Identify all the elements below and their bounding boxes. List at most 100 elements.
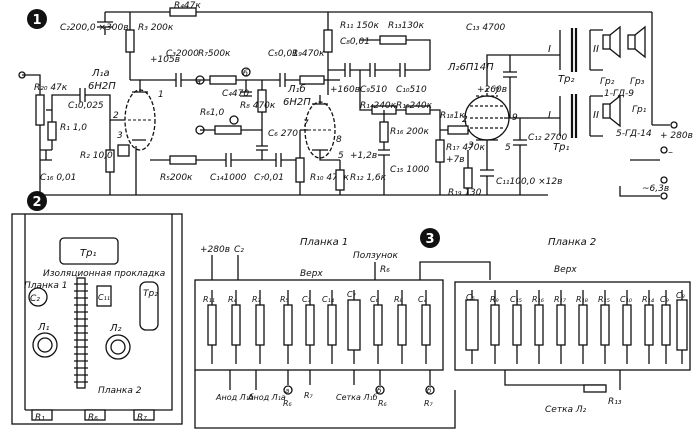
c12-label: C₁₂ 2700 [528,133,568,143]
tube-l2: Л₂6П14П +260в 7 9 2 5 3 [447,62,518,153]
board2-label-1: R₉ [490,295,500,304]
marker-1-label: 1 [32,13,41,28]
tone-network: C₉510 C₁₀510 R₁₄240к R₁₅240к [359,63,441,130]
r7-label: R₇500к [198,49,231,59]
wiring-grid-l1b: Сетка Л₁б [336,393,378,402]
wiring-node-b-2: б [427,387,432,395]
l1a-pin3: 3 [117,131,123,141]
gr2-label: Гр₂ [600,77,615,87]
v160-label: +160в [330,85,360,95]
board2-top: Верх [554,265,577,275]
l1b-pin5: 5 [338,151,344,161]
r16-label: R₁₆ 200к [390,127,430,137]
r10-resistor: R₁₀ 470к [295,130,350,195]
layout-c11: C₁₁ [96,285,112,307]
layout-l1: Л₁ [32,322,58,358]
board2-bottom-wires [504,370,621,390]
l1a-label: Л₁а [91,68,110,79]
wiring-slider-r6: R₆ [380,265,390,275]
layout-c2-label: C₂ [30,294,40,304]
board1-leads [211,255,376,280]
speaker-gr3: Гр₃ [627,25,646,87]
power-terminals: + 280в – ~6,3в [619,12,693,200]
node-a-1: а [196,77,201,86]
r8-resistor: R₈ 470к [240,80,276,125]
board1-label-3: R₅ [280,295,289,304]
r5-label: R₅200к [160,173,193,183]
r12-resistor: R₁₂ 1,6к +1,2в [335,151,387,195]
tube-l1b: Л₁б 6Н2П 7 8 5 [283,83,344,161]
c1-capacitor: C₁0,025 [51,88,125,121]
l2-pin2: 2 [462,115,468,125]
c8-label: C₈0,01 [340,37,370,47]
layout-planka1-label: Планка 1 [24,281,67,291]
layout-r7-label: R₇ [137,413,147,423]
wiring-c2: C₂ [234,245,244,255]
c14-label: C₁₄1000 [210,173,247,183]
wiring-v280: +280в [200,245,230,255]
board1-top: Верх [300,269,323,279]
l1b-label: Л₁б [287,83,306,95]
r1-resistor: R₁ 1,0 [47,110,87,150]
r19-resistor: R₁₉ 130 [448,150,482,198]
board1-components: R₁₁ R₄ R₃ R₅ C₃ C₁₄ C₇ C₆ R₈ C₄ [203,290,431,364]
board2-label-7: C₁₀ [620,295,633,304]
board1-label-1: R₄ [228,295,238,304]
layout-planka2-label: Планка 2 [98,386,142,396]
board2-title: Планка 2 [548,237,596,248]
chassis-outline [11,213,183,425]
speaker-gr1: Гр₁ 5-ГД-14 [602,94,652,139]
marker-2: 2 [27,191,47,211]
c10-label: C₁₀510 [396,85,427,95]
board1-label-9: C₄ [418,295,428,304]
wiring-r7-bottom: R₇ [304,391,314,400]
l1b-pin8: 8 [336,135,342,145]
l2-label: Л₂6П14П [447,62,494,73]
board2-components: C₅ R₉ C₁₅ R₁₆ R₁₇ R₁₈ R₁₅ C₁₀ R₁₄ C₉ C₈ [465,290,688,364]
r6-label: R₆1,0 [200,108,224,118]
r4-resistor: R₄47к [169,1,201,17]
v280-label: + 280в [660,131,693,141]
c2-capacitor: C₂200,0 ×300в [60,12,129,35]
marker-3: 3 [420,228,440,248]
wiring-r13: R₁₃ [608,397,622,407]
board1-bottom-leads [229,370,431,390]
tr2-label: Tр₂ [558,74,574,85]
r11-label: R₁₁ 150к [340,21,380,31]
c9-label: C₉510 [360,85,387,95]
layout-c2: C₂ [28,287,48,307]
r3-label: R₃ 200к [138,23,174,33]
board2-label-9: C₉ [660,295,670,304]
r7-potentiometer: R₇500к а б [195,49,262,86]
wiring-node-a: а [285,387,289,395]
r11-resistor: R₁₁ 150к +160в [323,12,380,95]
wiring-r7-bottom2: R₇ [424,399,434,408]
chassis-layout: Tр₁ Изоляционная прокладка Планка 1 Tр₂ … [11,213,183,425]
l2-pin3: 3 [468,141,474,151]
board1-label-8: R₈ [394,295,404,304]
board1-label-5: C₁₄ [322,295,335,304]
c6-label: C₆ 270 [268,129,298,139]
wiring-r6-bottom2: R₆ [378,399,388,408]
board2-label-8: R₁₄ [642,295,655,304]
board2-outline [454,281,691,371]
c3-label: C₃2000 [166,49,199,59]
board2-label-3: R₁₆ [532,295,545,304]
layout-r6-label: R₆ [88,413,98,423]
gr3-label: Гр₃ [630,77,645,87]
board1-outline [194,279,444,371]
wiring-node-b-1: б [377,387,382,395]
c13-capacitor: C₁₃ 4700 [466,23,517,118]
c16-label: C₁₆ 0,01 [40,173,76,183]
tr2-winding-i: I [548,44,551,55]
layout-r1: R₁ [31,409,53,423]
c8-capacitor: C₈0,01 [328,37,370,77]
l1a-pin2: 2 [113,111,119,121]
c4-capacitor: C₄470 [222,80,252,99]
c11-capacitor: C₁₁100,0 ×12в [480,150,562,195]
l2-pin5: 5 [505,143,511,153]
r4-label: R₄47к [174,1,201,11]
transformer-tr2: I II Tр₂ [548,28,599,85]
l1a-pin1: 1 [158,90,164,100]
